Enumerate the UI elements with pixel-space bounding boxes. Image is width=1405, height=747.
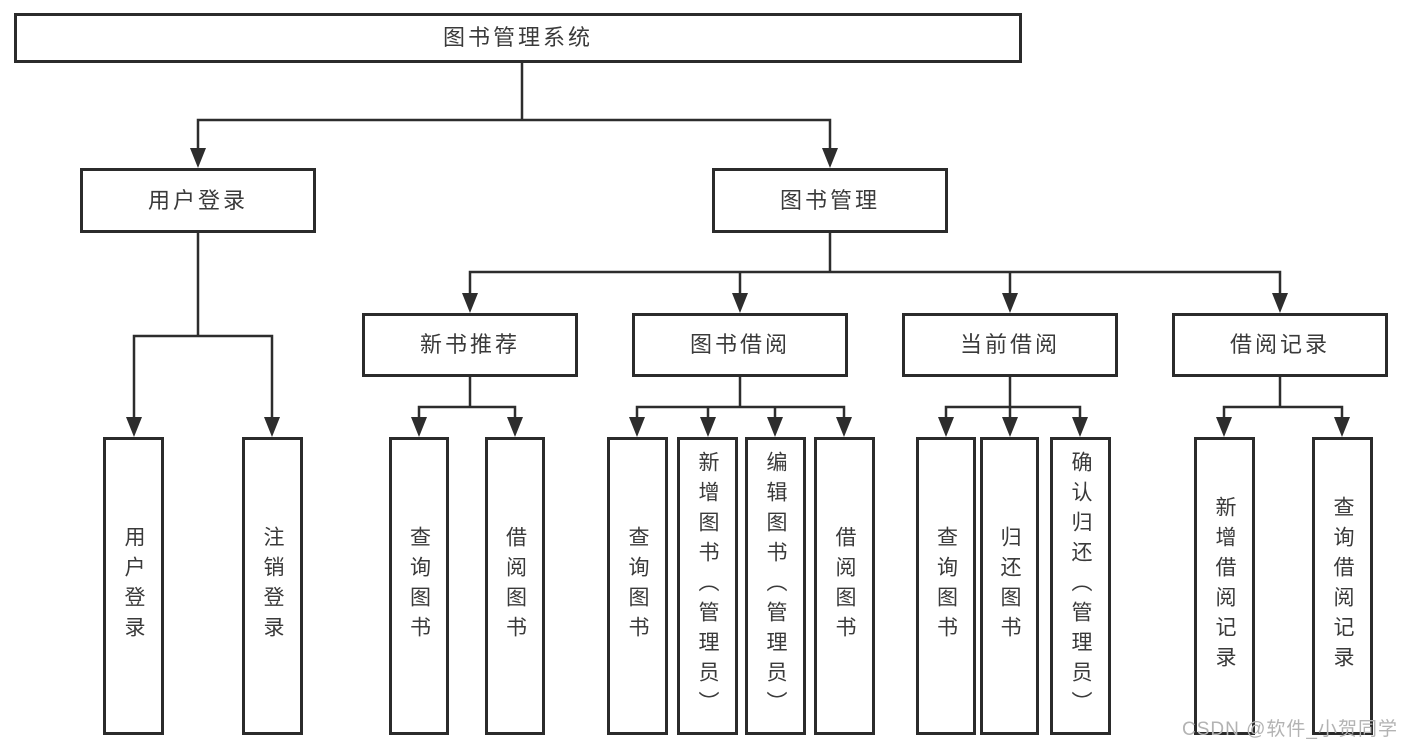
node-label: 借阅记录 [1229,332,1330,357]
node-current-confirm-return: 确认归还（管理员） [1050,437,1111,735]
node-label: 新增图书（管理员） [696,451,719,721]
node-borrowing-query-books: 查询图书 [607,437,668,735]
node-label: 注销登录 [261,526,284,646]
node-records-add-record: 新增借阅记录 [1194,437,1255,735]
node-current-borrowing: 当前借阅 [902,313,1118,377]
node-label: 用户登录 [122,526,145,646]
node-label: 新书推荐 [419,332,520,357]
node-label: 编辑图书（管理员） [764,451,787,721]
node-book-borrowing: 图书借阅 [632,313,848,377]
node-label: 图书借阅 [689,332,790,357]
node-label: 归还图书 [998,526,1021,646]
node-label: 新增借阅记录 [1213,496,1236,676]
node-label: 借阅图书 [833,526,856,646]
node-user-login: 用户登录 [80,168,316,233]
node-book-management: 图书管理 [712,168,948,233]
node-recommend-borrow-books: 借阅图书 [485,437,545,735]
node-login-user-login: 用户登录 [103,437,164,735]
node-login-logout: 注销登录 [242,437,303,735]
node-current-query-books: 查询图书 [916,437,976,735]
node-label: 确认归还（管理员） [1069,451,1092,721]
node-borrowing-borrow-books: 借阅图书 [814,437,875,735]
node-label: 查询借阅记录 [1331,496,1354,676]
node-current-return-books: 归还图书 [980,437,1039,735]
node-borrowing-edit-books: 编辑图书（管理员） [745,437,806,735]
node-label: 查询图书 [407,526,431,646]
node-label: 查询图书 [934,526,958,646]
node-label: 图书管理 [779,187,880,213]
node-new-book-recommend: 新书推荐 [362,313,578,377]
node-label: 当前借阅 [959,332,1060,357]
node-recommend-query-books: 查询图书 [389,437,449,735]
node-root: 图书管理系统 [14,13,1022,63]
node-label: 图书管理系统 [442,25,593,50]
watermark: CSDN @软件_小贺同学 [1182,719,1398,740]
node-label: 查询图书 [626,526,649,646]
node-borrowing-add-books: 新增图书（管理员） [677,437,738,735]
node-label: 借阅图书 [503,526,527,646]
node-borrowing-records: 借阅记录 [1172,313,1388,377]
node-label: 用户登录 [147,187,248,213]
node-records-query-record: 查询借阅记录 [1312,437,1373,735]
arrowheads [126,148,1350,437]
